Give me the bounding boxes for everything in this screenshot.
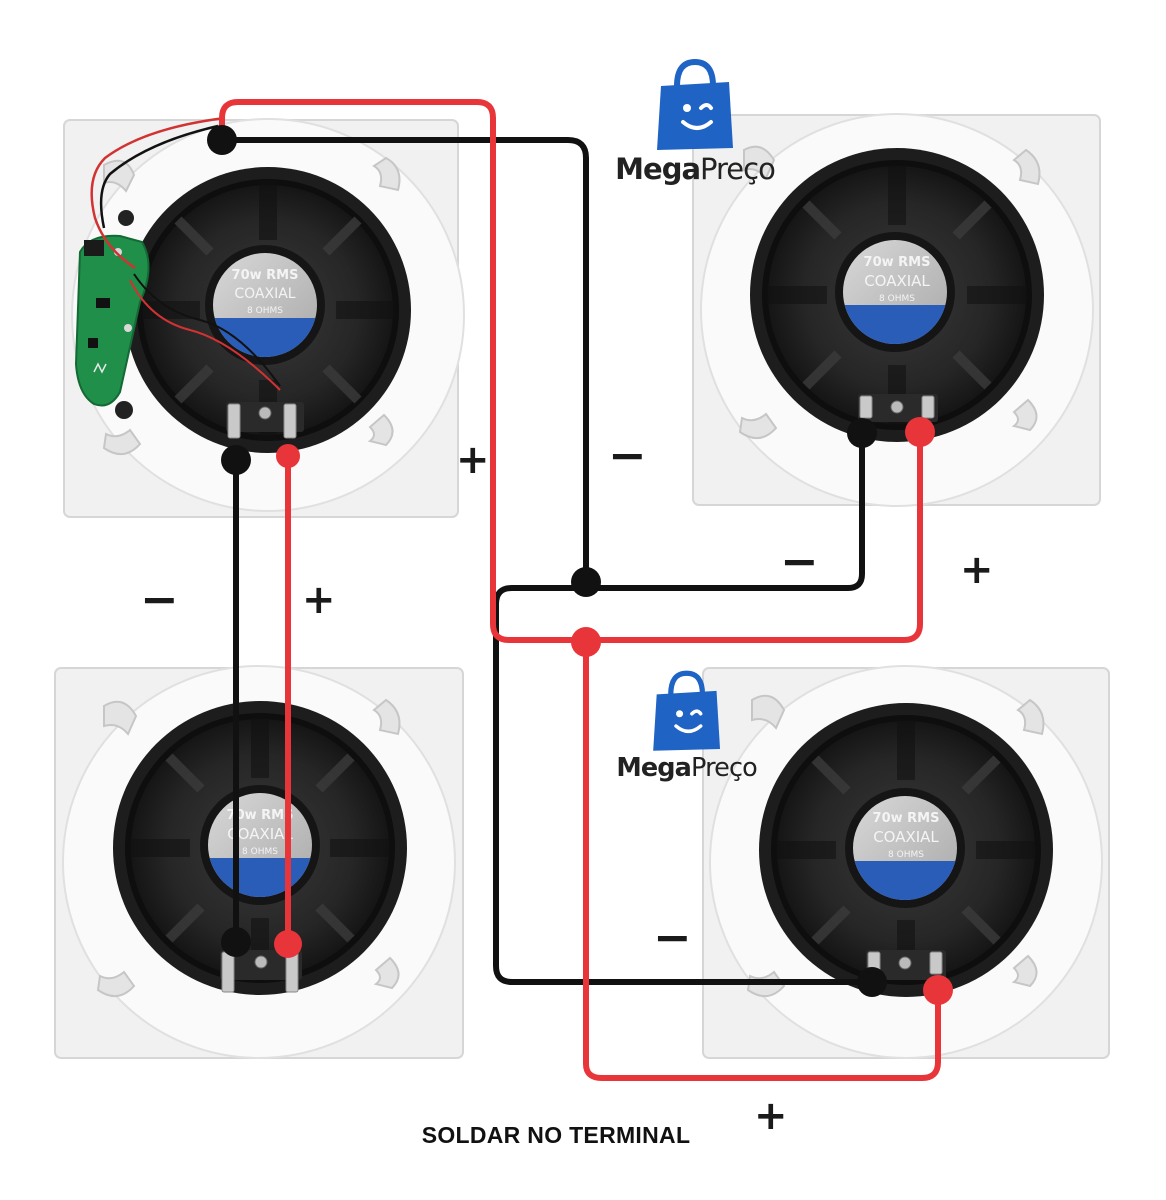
shopping-bag-icon [657,58,733,150]
speaker-terminal [220,950,302,993]
sign-minus-left: − [140,572,179,626]
mount-clips [738,145,1041,439]
negative-wires [219,137,875,985]
speaker-bottom-left: 70w RMS COAXIAL 8 OHMS [54,665,464,1059]
sign-plus-center: + [456,437,490,483]
label-power: 70w RMS [232,268,299,283]
dot-positive [274,930,302,958]
speaker-terminal [226,402,304,439]
label-impedance: 8 OHMS [242,847,278,857]
amplifier-board [74,210,150,419]
dot-positive [923,975,953,1005]
board-wire-black [99,124,219,229]
brand-logo-top: MegaPreço [600,56,790,196]
dot-negative [847,418,877,448]
mount-clips [96,698,401,997]
sign-plus-left: + [302,577,336,623]
label-impedance: 8 OHMS [879,294,915,304]
sign-minus-bottom-right: − [653,910,692,964]
sign-plus-bottom: + [754,1093,788,1139]
brand-name: MegaPreço [616,752,757,783]
wire-positive-bottom-right [583,637,941,1081]
mount-clips [102,156,401,455]
label-power: 70w RMS [227,808,294,823]
wire-negative-bottom-right [493,585,875,985]
label-power: 70w RMS [873,811,940,826]
speaker-terminal [858,394,938,422]
caption: SOLDAR NO TERMINAL [421,1122,691,1148]
shopping-bag-icon [653,670,721,751]
connection-dots [207,125,953,1005]
board-wire-red-2 [129,279,281,391]
brand-name: MegaPreço [615,152,776,186]
wire-negative-top-right [509,430,865,591]
label-power: 70w RMS [864,255,931,270]
speaker-bottom-right: 70w RMS COAXIAL 8 OHMS [702,665,1110,1059]
label-type: COAXIAL [873,828,939,846]
label-impedance: 8 OHMS [888,850,924,860]
label-impedance: 8 OHMS [247,306,283,316]
sign-minus-center: − [608,428,647,482]
dot-negative [221,445,251,475]
board-wire-red [90,116,226,270]
brand-logo-bottom: MegaPreço [603,668,770,791]
wire-positive-main [219,99,923,643]
dot-positive [905,417,935,447]
positive-wires [219,99,941,1081]
wire-negative-main [219,137,589,585]
board-wire-black-2 [133,273,281,387]
sign-minus-top-right: − [780,534,819,588]
speaker-top-left: 70w RMS COAXIAL 8 OHMS [63,116,465,518]
dot-negative [857,967,887,997]
label-type: COAXIAL [227,825,293,843]
sign-plus-top-right: + [960,547,994,593]
dot-negative [571,567,601,597]
dot-positive [276,444,300,468]
speaker-top-right: 70w RMS COAXIAL 8 OHMS [692,113,1101,507]
dot-negative [221,927,251,957]
label-type: COAXIAL [234,286,295,302]
dot-positive [571,627,601,657]
dot-negative [207,125,237,155]
label-type: COAXIAL [864,272,930,290]
